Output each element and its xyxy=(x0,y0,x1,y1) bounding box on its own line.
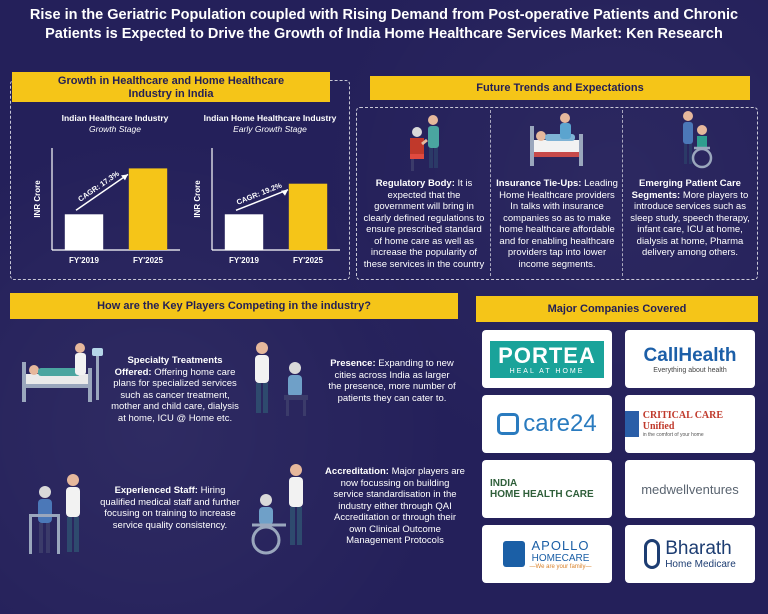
chart-1-category-1: FY'2019 xyxy=(69,256,99,265)
logo-apollo: APOLLO HOMECARE —We are your family— xyxy=(482,525,612,583)
comp-accreditation-text: Major players are now focussing on build… xyxy=(333,466,465,546)
portea-tagline: HEAL AT HOME xyxy=(509,367,585,375)
trends-panel xyxy=(356,107,758,280)
trend-insurance: Insurance Tie-Ups: Leading Home Healthca… xyxy=(494,178,620,270)
criticalcare-icon xyxy=(625,411,639,437)
bharath-tagline: Home Medicare xyxy=(665,558,736,570)
logo-bharath: Bharath Home Medicare xyxy=(625,525,755,583)
portea-band: PORTEA HEAL AT HOME xyxy=(490,340,604,378)
logo-care24: care24 xyxy=(482,395,612,453)
care24-icon xyxy=(497,413,520,435)
trend-regulatory: Regulatory Body: It is expected that the… xyxy=(362,178,486,270)
comp-presence: Presence: Expanding to new cities across… xyxy=(328,358,456,404)
comp-staff: Experienced Staff: Hiring qualified medi… xyxy=(100,485,240,531)
apollo-icon xyxy=(502,541,525,567)
logo-callhealth: CallHealth Everything about health xyxy=(625,330,755,388)
trend-regulatory-label: Regulatory Body: xyxy=(375,178,455,189)
indiahhc-name-top: INDIA xyxy=(490,478,518,489)
chart-2-bar-2 xyxy=(288,183,328,250)
callhealth-tagline: Everything about health xyxy=(653,366,727,374)
chart-2-category-2: FY'2025 xyxy=(293,256,323,265)
elderly-care-illustration xyxy=(410,115,439,171)
growth-heading-line-2: Industry in India xyxy=(128,88,214,100)
title-line-2: Patients is Expected to Drive the Growth… xyxy=(45,26,723,42)
growth-heading: Growth in Healthcare and Home Healthcare… xyxy=(12,72,330,102)
trend-emerging: Emerging Patient Care Segments: More pla… xyxy=(626,178,754,259)
logo-portea: PORTEA HEAL AT HOME xyxy=(482,330,612,388)
chart-1-title-text: Indian Healthcare Industry xyxy=(61,113,169,123)
chart-1-cagr-arrow xyxy=(75,173,129,211)
chart-1-subtitle: Growth Stage xyxy=(89,124,141,134)
chart-1-category-2: FY'2025 xyxy=(133,256,163,265)
chart-1-cagr-label: CAGR: 17.3% xyxy=(76,169,121,204)
apollo-name2: HOMECARE xyxy=(531,553,590,564)
medwell-name: medwellventures xyxy=(641,481,739,497)
hospital-bed-illustration xyxy=(530,113,583,166)
trend-emerging-label: Emerging Patient Care Segments: xyxy=(631,178,741,201)
logo-criticalcare: CRITICAL CARE Unified in the comfort of … xyxy=(625,395,755,453)
logo-medwell: medwellventures xyxy=(625,460,755,518)
comp-presence-label: Presence: xyxy=(330,358,376,369)
care24-name: care24 xyxy=(523,410,597,437)
chart-1-bar-2 xyxy=(128,168,168,250)
comp-presence-text: Expanding to new cities across India as … xyxy=(328,358,456,404)
comp-staff-label: Experienced Staff: xyxy=(114,485,198,496)
callhealth-name: CallHealth xyxy=(643,344,737,366)
portea-name: PORTEA xyxy=(498,342,596,368)
growth-heading-line-1: Growth in Healthcare and Home Healthcare xyxy=(57,75,285,87)
chart-1-title: Indian Healthcare Industry Growth Stage xyxy=(40,113,190,135)
comp-specialty: Specialty Treatments Offered: Offering h… xyxy=(110,355,240,424)
trends-heading: Future Trends and Expectations xyxy=(370,76,750,100)
chart-2-ylabel: INR Crore xyxy=(193,180,202,218)
trend-insurance-label: Insurance Tie-Ups: xyxy=(496,178,582,189)
trends-separator-1 xyxy=(490,110,491,276)
comp-specialty-text: Offering home care plans for specialized… xyxy=(111,366,239,424)
comp-accreditation: Accreditation: Major players are now foc… xyxy=(325,466,465,547)
wheelchair-caregiver-illustration xyxy=(251,464,303,555)
chart-2-title-text: Indian Home Healthcare Industry xyxy=(203,113,337,123)
criticalcare-name: CRITICAL CARE Unified xyxy=(642,410,724,432)
competition-heading: How are the Key Players Competing in the… xyxy=(10,293,458,319)
apollo-name: APOLLO xyxy=(531,538,590,553)
page-title: Rise in the Geriatric Population coupled… xyxy=(0,6,768,44)
chart-2-subtitle: Early Growth Stage xyxy=(233,124,307,134)
walker-illustration xyxy=(29,474,80,554)
chart-2-title: Indian Home Healthcare Industry Early Gr… xyxy=(195,113,345,135)
wheelchair-illustration xyxy=(683,111,713,169)
logo-indiahhc: INDIA HOME HEALTH CARE xyxy=(482,460,612,518)
chart-1-ylabel: INR Crore xyxy=(33,180,42,218)
chart-2-cagr-arrow xyxy=(235,189,289,211)
chart-2-cagr-arrowhead xyxy=(281,189,288,196)
trend-regulatory-text: It is expected that the government will … xyxy=(363,178,485,270)
trend-emerging-text: More players to introduce services such … xyxy=(630,189,750,259)
bharath-name: Bharath xyxy=(665,537,732,559)
chart-1-bar-1 xyxy=(64,214,104,250)
comp-specialty-label: Specialty Treatments Offered: xyxy=(114,355,223,378)
caregiver-elderly-illustration xyxy=(255,342,308,416)
companies-heading: Major Companies Covered xyxy=(476,296,758,322)
trends-separator-2 xyxy=(622,110,623,276)
patient-bed-illustration xyxy=(22,343,103,402)
chart-1-cagr-arrowhead xyxy=(121,174,128,181)
indiahhc-name-bottom: HOME HEALTH CARE xyxy=(490,489,594,500)
criticalcare-tagline: in the comfort of your home xyxy=(642,432,704,438)
chart-2-bar-1 xyxy=(224,214,264,250)
comp-staff-text: Hiring qualified medical staff and furth… xyxy=(100,485,240,531)
bharath-icon xyxy=(644,539,661,569)
comp-accreditation-label: Accreditation: xyxy=(325,466,389,477)
trend-insurance-text: Leading Home Healthcare providers In tal… xyxy=(499,178,618,270)
chart-2-category-1: FY'2019 xyxy=(229,256,259,265)
apollo-tagline: —We are your family— xyxy=(529,564,592,570)
title-line-1: Rise in the Geriatric Population coupled… xyxy=(29,7,739,23)
